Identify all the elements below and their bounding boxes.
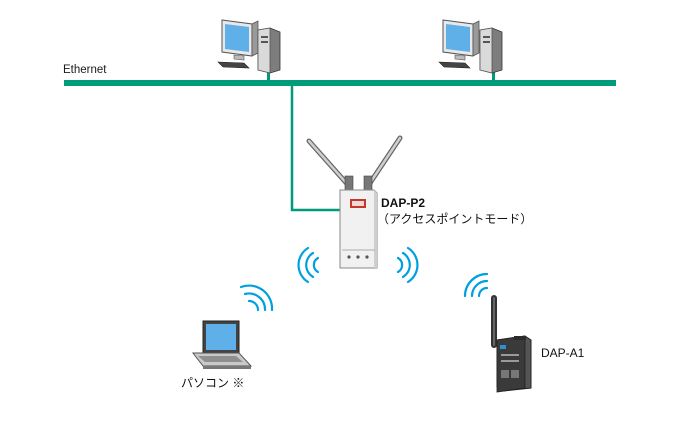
access-point-mode-label: （アクセスポイントモード） [377, 212, 533, 226]
access-point-icon [306, 135, 403, 269]
dap-a1-device-icon [491, 295, 532, 393]
ethernet-cable-to-access-point [290, 86, 342, 212]
laptop-icon [191, 320, 253, 369]
wireless-signal-ap-right-icon [396, 246, 419, 284]
ethernet-label: Ethernet [63, 64, 107, 76]
client-pc-label: パソコン ※ [181, 376, 245, 390]
wireless-signal-dap-a1-icon [463, 272, 489, 298]
access-point-name-label: DAP-P2 [381, 196, 426, 210]
ethernet-drop-pc-right [492, 68, 495, 82]
client-device-label: DAP-A1 [541, 346, 585, 360]
ethernet-drop-pc-left [267, 68, 270, 82]
desktop-pc-right-icon [438, 19, 503, 74]
wireless-signal-ap-left-icon [297, 246, 320, 284]
wireless-signal-pc-icon [239, 284, 274, 312]
desktop-pc-left-icon [217, 19, 281, 74]
ethernet-bus-line [64, 80, 616, 86]
